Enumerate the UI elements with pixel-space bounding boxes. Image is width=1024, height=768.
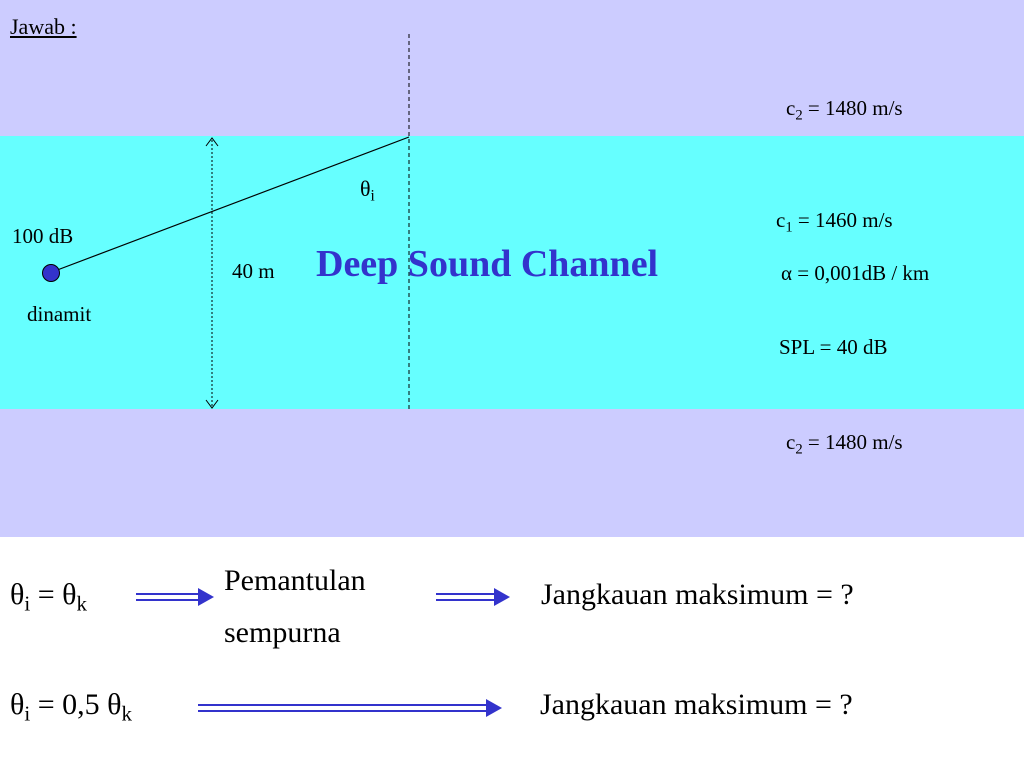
answer-label: Jawab :	[10, 14, 77, 39]
theta-subscript: i	[24, 701, 31, 726]
arrow-2	[436, 588, 510, 606]
channel-title: Deep Sound Channel	[316, 243, 659, 285]
theta-subscript: i	[370, 187, 375, 205]
equation-1-result: Jangkauan maksimum = ?	[541, 578, 854, 611]
theta-symbol: θ	[107, 688, 122, 721]
equals-sign: =	[30, 578, 63, 611]
equals-coefficient: = 0,5	[30, 688, 108, 721]
equation-1-lhs: θi = θk	[10, 578, 87, 616]
speed-value: = 1480 m/s	[802, 96, 903, 120]
c-symbol: c	[786, 96, 796, 120]
channel-depth: 40 m	[232, 259, 275, 283]
speed-value: = 1460 m/s	[792, 208, 893, 232]
speed-value: = 1480 m/s	[802, 430, 903, 454]
arrow-3	[198, 699, 502, 717]
theta-symbol: θ	[62, 578, 77, 611]
c-subscript: 2	[795, 107, 803, 124]
source-level: 100 dB	[12, 224, 74, 248]
reflection-label-line2: sempurna	[224, 616, 341, 649]
arrow-1	[136, 588, 214, 606]
source-dot	[42, 264, 60, 282]
theta-symbol: θ	[360, 176, 371, 201]
channel-speed: c1 = 1460 m/s	[776, 208, 893, 236]
sound-ray	[51, 136, 410, 273]
deep-sound-channel-layer	[0, 136, 1024, 409]
theta-symbol: θ	[10, 688, 25, 721]
incidence-angle-label: θi	[360, 176, 375, 206]
spl-value: SPL = 40 dB	[779, 335, 888, 359]
c-subscript: 1	[785, 219, 793, 236]
c-symbol: c	[786, 430, 796, 454]
equation-2-result: Jangkauan maksimum = ?	[540, 688, 853, 721]
theta-subscript: k	[121, 701, 133, 726]
theta-symbol: θ	[10, 578, 25, 611]
attenuation: α = 0,001dB / km	[781, 261, 930, 285]
reflection-label-line1: Pemantulan	[224, 564, 366, 597]
depth-arrow-bottom	[205, 399, 219, 409]
theta-subscript: k	[76, 591, 88, 616]
c-symbol: c	[776, 208, 786, 232]
upper-layer	[0, 0, 1024, 136]
bottom-layer-speed: c2 = 1480 m/s	[786, 430, 903, 458]
depth-arrow-top	[205, 137, 219, 147]
lower-layer	[0, 409, 1024, 537]
c-subscript: 2	[795, 441, 803, 458]
top-layer-speed: c2 = 1480 m/s	[786, 96, 903, 124]
source-name: dinamit	[27, 302, 92, 326]
equation-2-lhs: θi = 0,5 θk	[10, 688, 132, 726]
theta-subscript: i	[24, 591, 31, 616]
